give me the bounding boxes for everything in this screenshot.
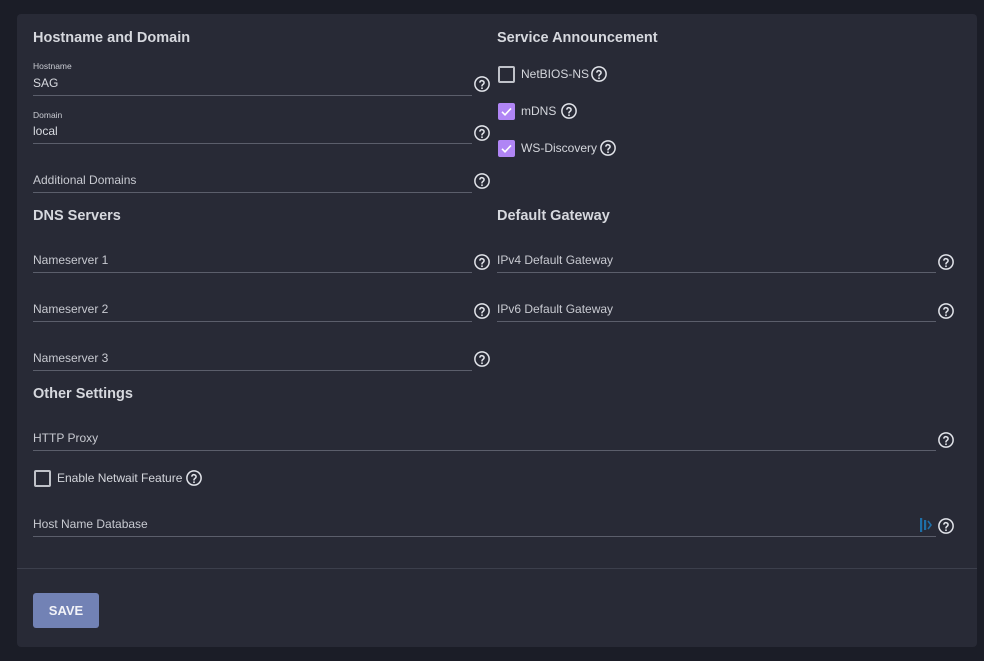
mdns-label: mDNS — [521, 104, 557, 118]
additional-domains-underline — [33, 192, 472, 193]
domain-underline — [33, 143, 472, 144]
nameserver1-placeholder: Nameserver 1 — [33, 253, 109, 267]
ipv6-gateway-underline — [497, 321, 936, 322]
footer-divider — [17, 568, 977, 569]
mdns-checkbox[interactable] — [498, 103, 515, 120]
ipv4-gateway-placeholder: IPv4 Default Gateway — [497, 253, 614, 267]
hostname-label: Hostname — [33, 61, 72, 71]
ws-discovery-label: WS-Discovery — [521, 141, 598, 155]
domain-value[interactable]: local — [33, 124, 58, 138]
additional-domains-placeholder: Additional Domains — [33, 173, 137, 187]
nameserver1-help-icon[interactable] — [473, 253, 491, 271]
netbios-ns-checkbox[interactable] — [498, 66, 515, 83]
ipv6-gateway-help-icon[interactable] — [937, 302, 955, 320]
hostname-domain-title: Hostname and Domain — [33, 30, 191, 46]
default-gateway-title: Default Gateway — [497, 208, 610, 224]
textarea-resize-icon[interactable] — [919, 517, 933, 538]
netwait-label: Enable Netwait Feature — [57, 471, 183, 485]
domain-field[interactable]: Domain local — [33, 110, 472, 144]
nameserver1-field[interactable]: Nameserver 1 — [33, 244, 472, 273]
netwait-help-icon[interactable] — [185, 469, 203, 487]
ws-discovery-help-icon[interactable] — [599, 139, 617, 157]
netbios-ns-label: NetBIOS-NS — [521, 67, 590, 81]
nameserver3-help-icon[interactable] — [473, 350, 491, 368]
ipv4-gateway-help-icon[interactable] — [937, 253, 955, 271]
host-name-database-placeholder: Host Name Database — [33, 517, 148, 531]
other-settings-title: Other Settings — [33, 386, 133, 402]
nameserver2-field[interactable]: Nameserver 2 — [33, 293, 472, 322]
http-proxy-underline — [33, 450, 936, 451]
netwait-checkbox[interactable] — [34, 470, 51, 487]
hostname-underline — [33, 95, 472, 96]
service-announcement-title: Service Announcement — [497, 30, 658, 46]
mdns-help-icon[interactable] — [560, 102, 578, 120]
host-name-database-underline — [33, 536, 936, 537]
http-proxy-placeholder: HTTP Proxy — [33, 431, 99, 445]
domain-label: Domain — [33, 110, 63, 120]
hostname-help-icon[interactable] — [473, 75, 491, 93]
nameserver3-field[interactable]: Nameserver 3 — [33, 342, 472, 371]
ipv6-gateway-field[interactable]: IPv6 Default Gateway — [497, 293, 936, 322]
nameserver2-placeholder: Nameserver 2 — [33, 302, 109, 316]
additional-domains-help-icon[interactable] — [473, 172, 491, 190]
host-name-database-help-icon[interactable] — [937, 517, 955, 535]
nameserver3-placeholder: Nameserver 3 — [33, 351, 109, 365]
nameserver2-underline — [33, 321, 472, 322]
hostname-field[interactable]: Hostname SAG — [33, 61, 472, 96]
http-proxy-help-icon[interactable] — [937, 431, 955, 449]
network-config-card: Hostname and Domain Hostname SAG Domain … — [17, 14, 977, 647]
ipv4-gateway-field[interactable]: IPv4 Default Gateway — [497, 244, 936, 273]
nameserver1-underline — [33, 272, 472, 273]
ipv4-gateway-underline — [497, 272, 936, 273]
host-name-database-field[interactable]: Host Name Database — [33, 508, 936, 537]
hostname-value[interactable]: SAG — [33, 76, 59, 90]
save-button[interactable]: SAVE — [33, 593, 99, 628]
dns-servers-title: DNS Servers — [33, 208, 121, 224]
netbios-ns-help-icon[interactable] — [590, 65, 608, 83]
ws-discovery-checkbox[interactable] — [498, 140, 515, 157]
nameserver3-underline — [33, 370, 472, 371]
nameserver2-help-icon[interactable] — [473, 302, 491, 320]
domain-help-icon[interactable] — [473, 124, 491, 142]
ipv6-gateway-placeholder: IPv6 Default Gateway — [497, 302, 614, 316]
additional-domains-field[interactable]: Additional Domains — [33, 164, 472, 193]
http-proxy-field[interactable]: HTTP Proxy — [33, 422, 936, 451]
